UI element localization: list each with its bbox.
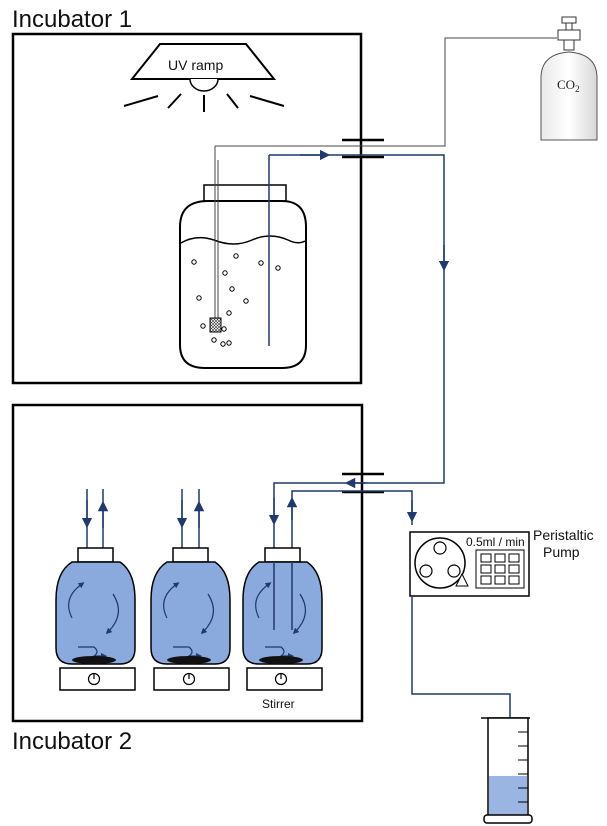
wall-port-1 (342, 138, 384, 159)
uv-lamp-label: UV ramp (168, 57, 223, 73)
flow-line-1 (269, 154, 445, 484)
pump-keypad (475, 549, 525, 589)
reactor-1 (55, 489, 136, 691)
reactor-3 (242, 547, 323, 691)
uv-lamp: UV ramp (123, 43, 285, 112)
incubator2-title: Incubator 2 (12, 728, 132, 755)
sparger-stone (209, 317, 222, 333)
incubator1-title: Incubator 1 (12, 6, 132, 33)
incubator1-box (11, 32, 363, 385)
stirrer-label: Stirrer (262, 697, 295, 711)
co2-label-sub: 2 (575, 84, 580, 94)
reactor-2 (150, 489, 231, 691)
graduated-cylinder (481, 717, 533, 824)
bubbles (191, 253, 281, 347)
svg-text:CO2: CO2 (557, 77, 580, 94)
pump-rate: 0.5ml / min (466, 535, 525, 549)
wall-port-2 (342, 472, 384, 494)
co2-label: CO (557, 77, 575, 92)
co2-tank: CO2 (540, 16, 598, 141)
incubator2-box (11, 403, 364, 723)
pump-title-line2: Pump (543, 544, 580, 560)
liquid-surface (180, 235, 306, 245)
co2-line (215, 37, 557, 147)
peristaltic-pump: 0.5ml / min Peristaltic Pump (409, 527, 594, 597)
uv-rays (123, 93, 285, 112)
uv-reactor-jar (179, 146, 307, 369)
pump-title-line1: Peristaltic (533, 527, 594, 543)
